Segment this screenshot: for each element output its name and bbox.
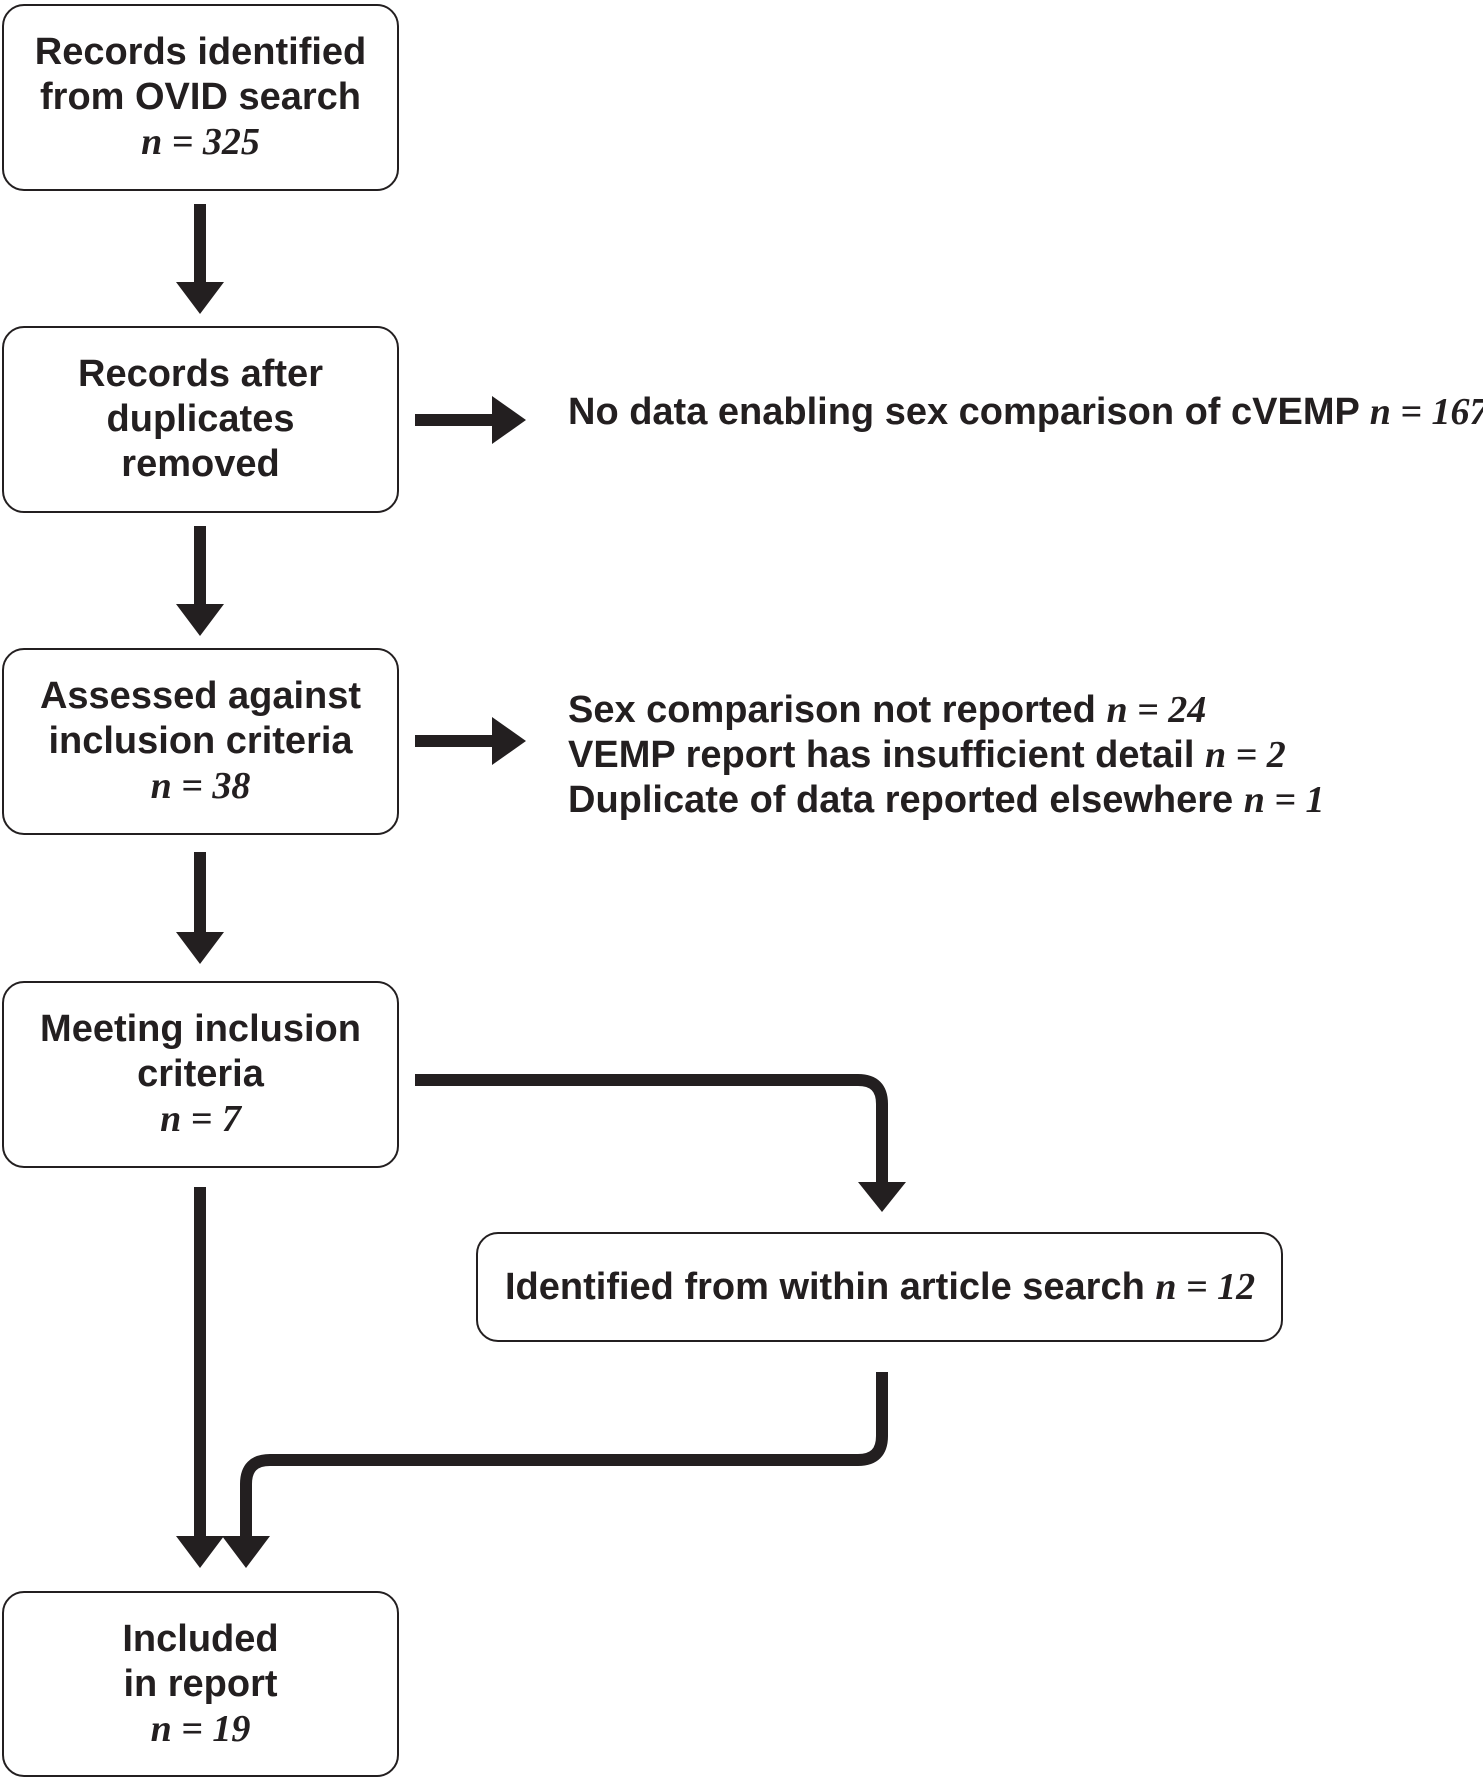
box-label-line: criteria — [137, 1053, 264, 1095]
arrow-meeting-to-included-head — [176, 1536, 224, 1568]
exclusion-reason: Sex comparison not reported n = 24 — [568, 688, 1325, 733]
box-count: n = 325 — [141, 121, 260, 163]
box-count: n = 38 — [150, 765, 251, 807]
exclusion-list-after-dedup: No data enabling sex comparison of cVEMP… — [568, 390, 1483, 435]
arrow-within-to-included-shaft — [240, 1372, 888, 1510]
exclusion-reason: Duplicate of data reported elsewhere n =… — [568, 778, 1325, 823]
box-label-line: in report — [123, 1662, 278, 1705]
box-label-line: Identified from within article search n … — [505, 1265, 1255, 1310]
arrow-within-to-included-head — [222, 1536, 270, 1568]
exclusion-count: n = 24 — [1106, 689, 1207, 731]
exclusion-count: n = 2 — [1205, 734, 1286, 776]
records-after-duplicates-box: Records after duplicates removed — [2, 326, 399, 513]
box-label-line: duplicates — [106, 398, 295, 440]
arrow-dedup-to-assessed-head — [176, 604, 224, 636]
box-label-line: inclusion criteria — [48, 720, 353, 762]
box-label-line: Records identified — [34, 31, 367, 73]
assessed-against-criteria-box: Assessed against inclusion criteria n = … — [2, 648, 399, 835]
box-count: n = 7 — [160, 1098, 241, 1140]
arrow-meeting-to-within-shaft — [415, 1074, 888, 1186]
box-label-line: Assessed against — [39, 675, 362, 717]
box-count: n = 19 — [150, 1707, 251, 1750]
arrow-meeting-to-within-head — [858, 1182, 906, 1212]
arrow-ovid-to-dedup-head — [176, 282, 224, 314]
exclusion-reason: VEMP report has insufficient detail n = … — [568, 733, 1325, 778]
box-label-line: removed — [121, 443, 280, 485]
exclusion-reason-text: Duplicate of data reported elsewhere — [568, 779, 1234, 821]
exclusion-count: n = 167 — [1369, 391, 1483, 433]
meeting-inclusion-criteria-box: Meeting inclusion criteria n = 7 — [2, 981, 399, 1168]
exclusion-count: n = 1 — [1243, 779, 1325, 821]
exclusion-reason-text: Sex comparison not reported — [568, 689, 1096, 731]
box-label-text: Identified from within article search — [505, 1265, 1145, 1308]
exclusion-reason-text: VEMP report has insufficient detail — [568, 734, 1195, 776]
records-identified-box: Records identified from OVID search n = … — [2, 4, 399, 191]
exclusion-reason: No data enabling sex comparison of cVEMP… — [568, 390, 1483, 435]
within-article-search-box: Identified from within article search n … — [476, 1232, 1283, 1342]
arrow-assessed-to-meeting-head — [176, 932, 224, 964]
arrow-assessed-exclusion-head — [492, 717, 526, 765]
included-in-report-box: Included in report n = 19 — [2, 1591, 399, 1777]
exclusion-reason-text: No data enabling sex comparison of cVEMP — [568, 391, 1360, 433]
box-label-line: Records after — [78, 353, 323, 395]
box-count: n = 12 — [1155, 1265, 1256, 1308]
box-label-line: from OVID search — [40, 76, 361, 118]
box-label-line: Included — [122, 1617, 279, 1660]
box-label-line: Meeting inclusion — [40, 1008, 361, 1050]
exclusion-list-after-assessment: Sex comparison not reported n = 24 VEMP … — [568, 688, 1325, 823]
arrow-dedup-exclusion-head — [492, 396, 526, 444]
